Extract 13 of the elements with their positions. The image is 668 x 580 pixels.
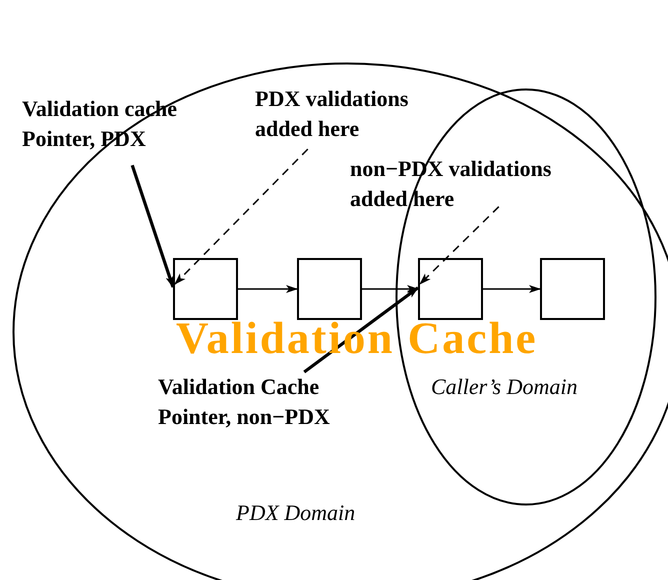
annotation-text: Validation Cache Pointer, non−PDX bbox=[158, 372, 383, 434]
dashed-arrow bbox=[174, 148, 308, 285]
list-entry-box bbox=[540, 258, 605, 320]
list-entry-box bbox=[173, 258, 238, 320]
domain-label: Caller’s Domain bbox=[431, 374, 578, 400]
dashed-arrow bbox=[419, 206, 500, 285]
list-entry-box bbox=[418, 258, 483, 320]
domain-label: PDX Domain bbox=[236, 500, 356, 526]
arrow bbox=[238, 285, 298, 293]
list-entry-box bbox=[297, 258, 362, 320]
arrow bbox=[130, 164, 175, 288]
arrow bbox=[483, 285, 541, 293]
annotation-text: PDX validations added here bbox=[255, 84, 415, 146]
